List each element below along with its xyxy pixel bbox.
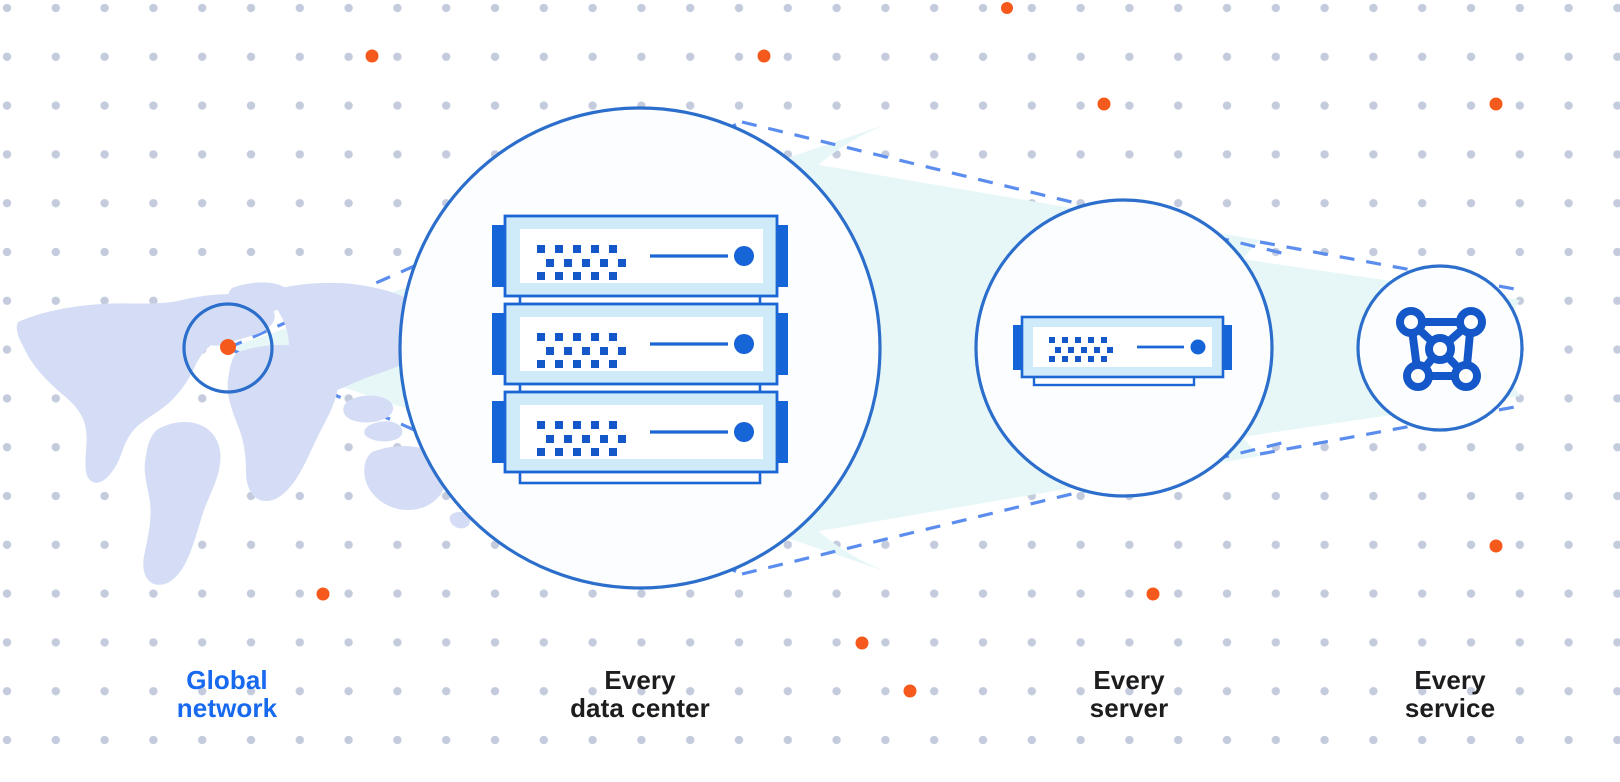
server-status-led [734,246,754,266]
server-status-led [734,334,754,354]
map-highlight-circle [182,302,274,394]
accent-dot [1489,539,1503,553]
accent-dot [1489,97,1503,111]
mesh-node [1403,361,1433,391]
mesh-node-center [1425,334,1455,364]
world-map-icon [16,282,471,585]
mesh-node [1456,307,1486,337]
server-unit [492,214,788,298]
accent-dot [855,636,869,650]
single-server-icon [1013,315,1232,387]
stage-label-every-server: Every server [1089,665,1169,724]
network-mesh-icon [1396,307,1486,391]
accent-dot [903,684,917,698]
accent-dot-group [316,2,1503,698]
server-vent-dots [1049,337,1113,362]
server-vent-dots [537,245,626,280]
stage-label-every-data-center: Every data center [570,665,710,724]
server-rack-icon [492,214,788,485]
mesh-node [1396,307,1426,337]
map-location-marker [220,339,236,355]
server-status-led [734,422,754,442]
accent-dot [365,49,379,63]
accent-dot [316,587,330,601]
server-unit [492,302,788,386]
mesh-node [1451,361,1481,391]
accent-dot [1146,587,1160,601]
stage-label-every-service: Every service [1404,665,1496,724]
server-vent-dots [537,333,626,368]
stage-label-global-network: Global network [176,665,278,724]
server-vent-dots [537,421,626,456]
accent-dot [1097,97,1111,111]
accent-dot [1001,2,1013,14]
server-status-led [1190,339,1206,355]
server-unit [492,390,788,474]
accent-dot [757,49,771,63]
